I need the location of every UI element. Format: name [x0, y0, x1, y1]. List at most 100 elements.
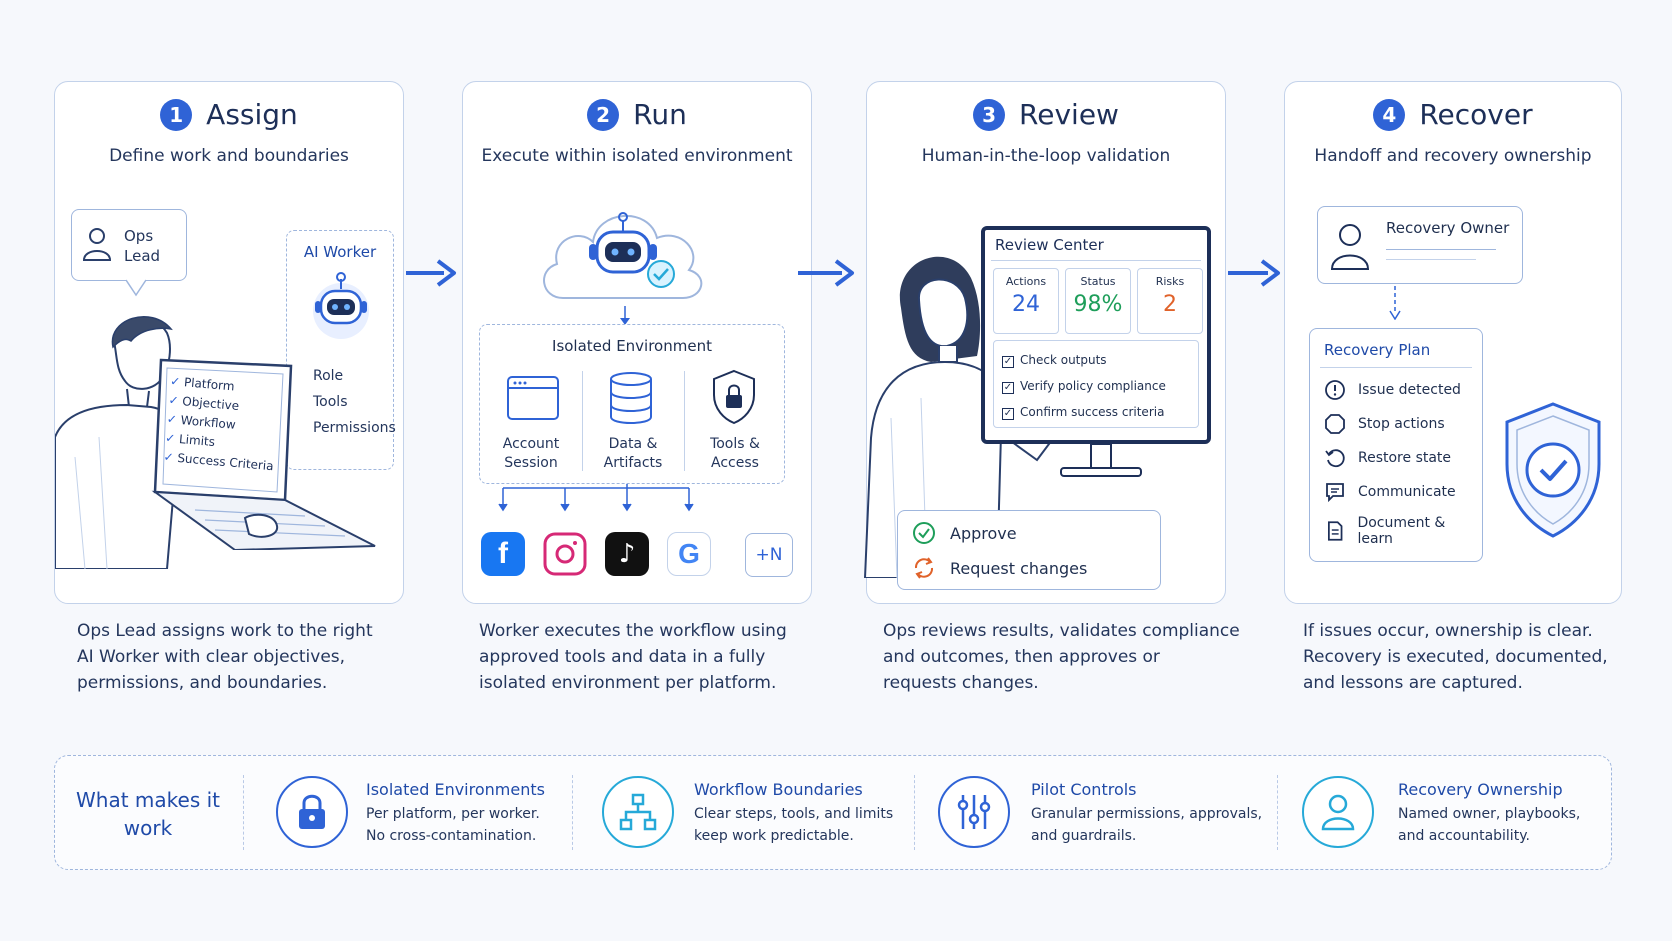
refresh-icon: [914, 557, 934, 579]
request-changes-button[interactable]: Request changes: [912, 556, 1087, 580]
worker-attr-permissions: Permissions: [313, 420, 396, 436]
stop-icon: [1325, 414, 1345, 434]
chat-icon: [1326, 483, 1344, 503]
feature-isolated-environments: Isolated Environments Per platform, per …: [366, 780, 545, 844]
step-card-run: 2 Run Execute within isolated environmen…: [462, 81, 812, 604]
user-icon: [1321, 794, 1355, 831]
metric-card-risks: Risks 2: [1137, 268, 1203, 334]
step-caption-assign: Ops Lead assigns work to the right AI Wo…: [77, 621, 373, 693]
instagram-icon: [543, 532, 587, 576]
metric-value: 98%: [1073, 292, 1123, 317]
step-card-assign: 1 Assign Define work and boundaries Ops …: [54, 81, 404, 604]
monitor-stand: [1060, 444, 1142, 477]
feature-workflow-boundaries: Workflow Boundaries Clear steps, tools, …: [694, 780, 894, 844]
check-circle-icon: [913, 522, 935, 544]
step-subtitle: Execute within isolated environment: [481, 146, 793, 166]
more-platforms-badge: +N: [745, 533, 793, 577]
metric-label: Actions: [1005, 275, 1047, 288]
shield-check-icon: [1505, 402, 1601, 538]
request-changes-label: Request changes: [950, 558, 1088, 578]
env-item-label: Tools &: [710, 436, 760, 452]
metric-label: Status: [1080, 275, 1116, 288]
sliders-icon: [957, 795, 991, 829]
env-item-label: Data &: [608, 436, 658, 452]
feature-icon-isolated: [276, 776, 348, 848]
recovery-owner-card: Recovery Owner: [1317, 206, 1523, 284]
plan-item-document: Document & learn: [1324, 515, 1482, 547]
recovery-plan-panel: Recovery Plan Issue detected Stop action…: [1309, 328, 1483, 562]
lock-icon: [299, 794, 325, 829]
step-caption-run: Worker executes the workflow using appro…: [479, 621, 787, 693]
metric-card-actions: Actions 24: [993, 268, 1059, 334]
step-number: 2: [587, 98, 620, 131]
step-title: Recover: [1419, 98, 1533, 131]
step-subtitle: Human-in-the-loop validation: [921, 146, 1171, 166]
laptop-illustration: [151, 358, 376, 550]
plan-item-restore: Restore state: [1324, 447, 1451, 469]
plan-item-stop: Stop actions: [1324, 413, 1445, 435]
user-icon: [82, 228, 112, 261]
browser-window-icon: [507, 376, 559, 420]
feature-pilot-controls: Pilot Controls Granular permissions, app…: [1031, 780, 1263, 844]
ai-worker-panel: AI Worker Role Tools Permissions: [286, 230, 396, 470]
recovery-owner-label: Recovery Owner: [1386, 219, 1510, 237]
env-item-label: Account: [502, 436, 560, 452]
cloud-robot-icon: [543, 212, 703, 299]
what-makes-it-work-heading: What makes it work: [76, 788, 220, 840]
approval-panel: Approve Request changes: [897, 510, 1161, 590]
shield-lock-icon: [713, 369, 755, 425]
flow-arrow-icon: [1228, 259, 1280, 287]
step-title: Run: [633, 98, 687, 131]
review-check-item[interactable]: ✓Confirm success criteria: [1002, 405, 1165, 420]
metric-value: 24: [1012, 292, 1040, 317]
feature-icon-workflow: [602, 776, 674, 848]
feature-icon-pilot: [938, 776, 1010, 848]
review-checklist: ✓Check outputs ✓Verify policy compliance…: [993, 340, 1199, 428]
flowchart-icon: [619, 793, 657, 831]
step-number: 4: [1373, 98, 1406, 131]
isolated-environment-panel: Isolated Environment Account Session Dat…: [479, 324, 785, 484]
google-icon: G: [667, 532, 711, 576]
step-subtitle: Handoff and recovery ownership: [1314, 146, 1592, 166]
step-card-recover: 4 Recover Handoff and recovery ownership…: [1284, 81, 1622, 604]
tiktok-icon: ♪: [605, 532, 649, 576]
database-icon: [610, 372, 652, 424]
approve-button[interactable]: Approve: [912, 521, 1017, 545]
laptop-checklist: ✓ Platform ✓ Objective ✓ Workflow ✓ Limi…: [163, 372, 281, 476]
robot-icon: [313, 272, 369, 339]
connector-arrow: [1389, 286, 1401, 320]
step-caption-recover: If issues occur, ownership is clear. Rec…: [1303, 621, 1608, 693]
platform-connectors: [498, 484, 694, 512]
review-check-item[interactable]: ✓Verify policy compliance: [1002, 379, 1166, 394]
metric-card-status: Status 98%: [1065, 268, 1131, 334]
user-icon: [1330, 224, 1370, 270]
restore-icon: [1325, 449, 1345, 468]
ops-lead-label-line1: Ops: [124, 227, 154, 245]
env-item-label: Artifacts: [603, 455, 663, 471]
step-title: Review: [1019, 98, 1119, 131]
env-item-label: Session: [504, 455, 558, 471]
review-check-item[interactable]: ✓Check outputs: [1002, 353, 1107, 368]
metric-label: Risks: [1155, 275, 1185, 288]
facebook-icon: f: [481, 532, 525, 576]
ops-lead-bubble: Ops Lead: [71, 209, 187, 281]
worker-attr-role: Role: [313, 368, 344, 384]
step-number: 3: [973, 98, 1006, 131]
worker-attr-tools: Tools: [313, 394, 348, 410]
ops-lead-label-line2: Lead: [124, 247, 161, 265]
review-center-monitor: Review Center Actions 24 Status 98% Risk…: [981, 226, 1211, 444]
env-item-label: Access: [711, 455, 759, 471]
bubble-tail: [125, 279, 147, 297]
ai-worker-label: AI Worker: [303, 243, 377, 261]
isolated-environment-title: Isolated Environment: [552, 337, 712, 355]
step-title: Assign: [206, 98, 298, 131]
step-number: 1: [160, 98, 193, 131]
step-caption-review: Ops reviews results, validates complianc…: [883, 621, 1240, 693]
step-subtitle: Define work and boundaries: [109, 146, 349, 166]
recovery-plan-title: Recovery Plan: [1324, 341, 1431, 359]
alert-icon: [1325, 380, 1345, 400]
flow-arrow-icon: [406, 259, 456, 287]
approve-label: Approve: [950, 523, 1017, 543]
review-center-title: Review Center: [995, 236, 1104, 254]
plan-item-issue: Issue detected: [1324, 379, 1461, 401]
